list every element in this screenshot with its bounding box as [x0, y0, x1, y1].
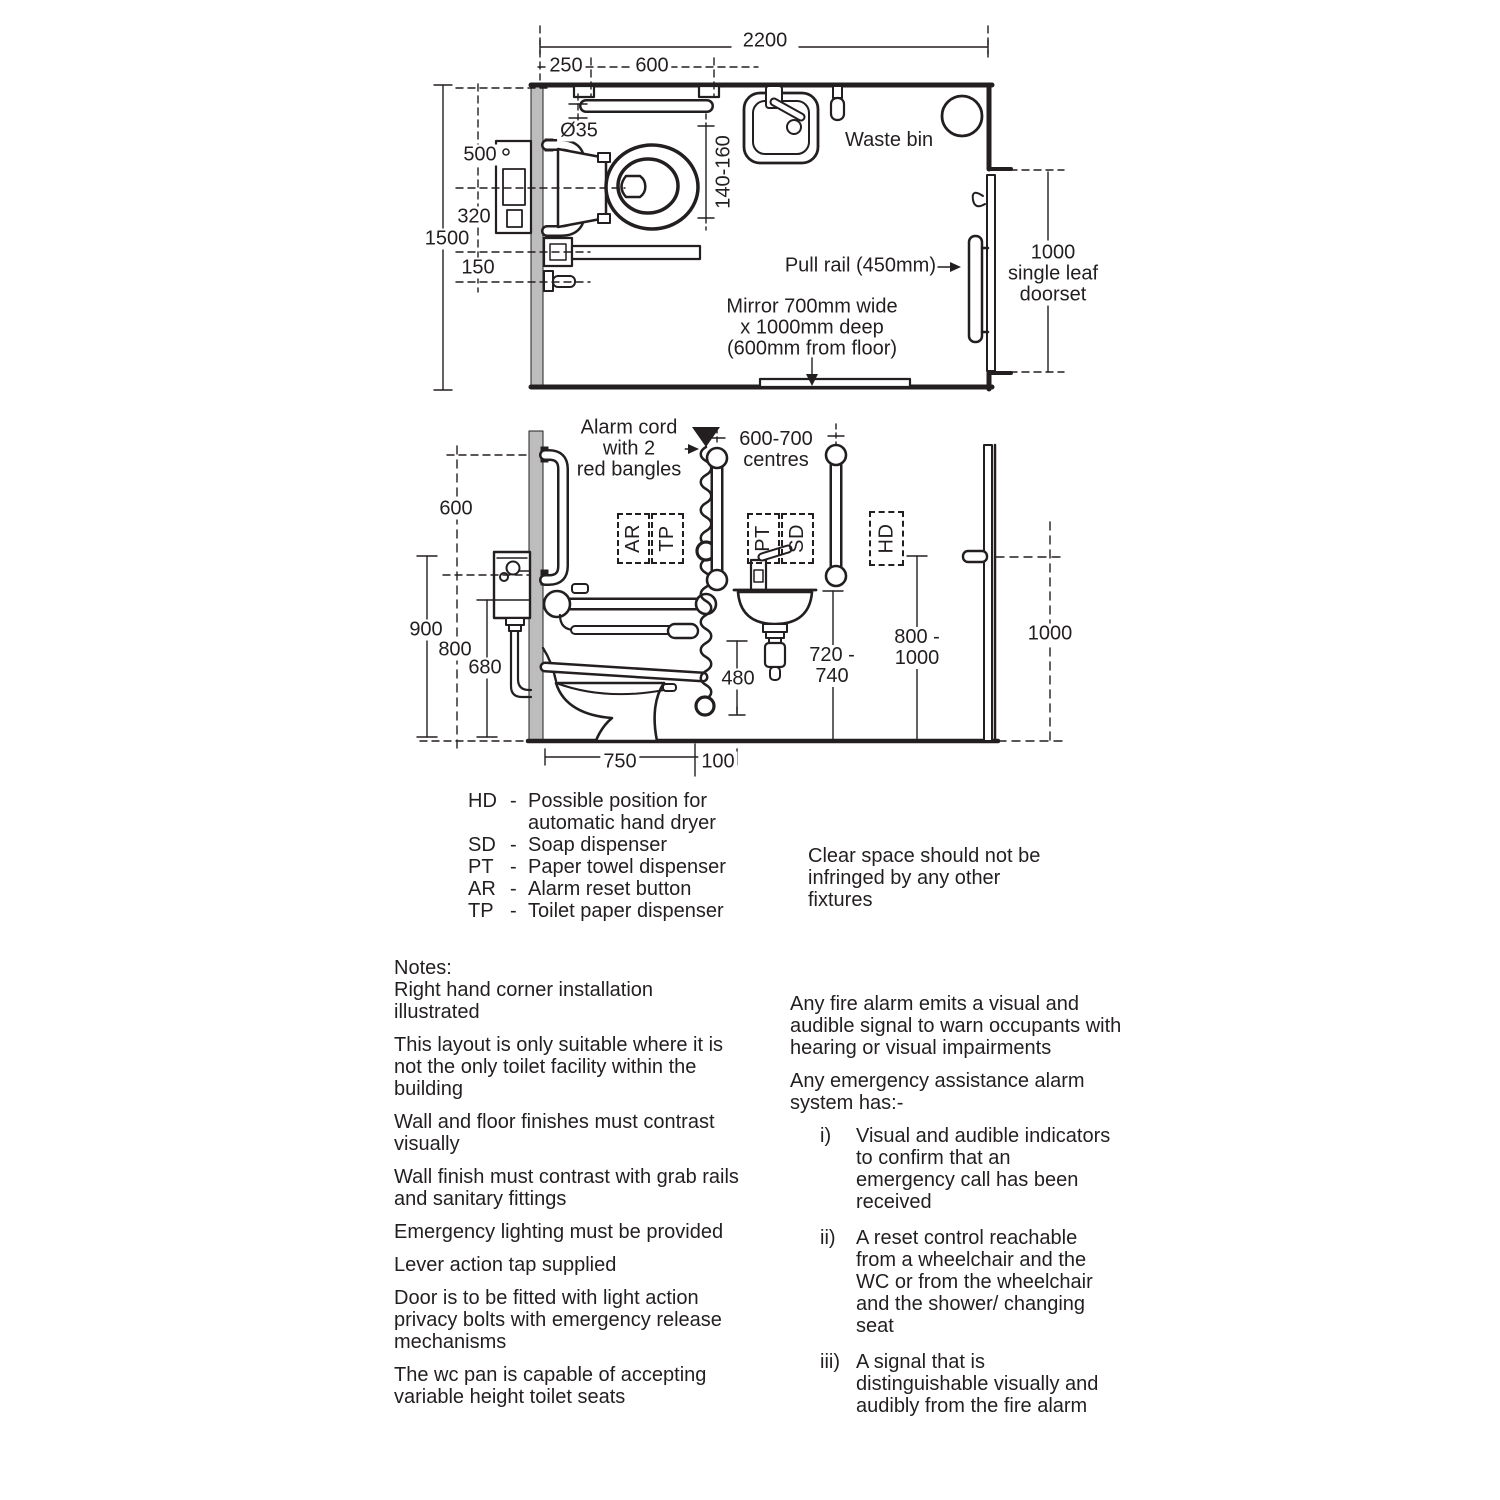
legend-row-hd: HD - Possible position for automatic han…	[468, 790, 740, 834]
dim-720-740: 720 - 740	[806, 645, 858, 687]
legend: HD - Possible position for automatic han…	[468, 790, 740, 922]
legend-row-tp: TP - Toilet paper dispenser	[468, 900, 740, 922]
dim-1000-door: 1000	[1024, 623, 1076, 645]
dim-500: 500	[460, 144, 500, 166]
dim-150: 150	[458, 257, 498, 279]
alarm-paragraph: Any fire alarm emits a visual and audibl…	[790, 993, 1122, 1059]
legend-text: Alarm reset button	[528, 878, 692, 900]
legend-text: Paper towel dispenser	[528, 856, 726, 878]
elevation-view	[416, 423, 1067, 777]
note-paragraph: Wall finish must contrast with grab rail…	[394, 1166, 739, 1210]
waste-bin	[940, 94, 984, 138]
door-handle-elev	[961, 549, 989, 564]
tp-box: TP	[651, 513, 684, 564]
alarm-list-item: i) Visual and audible indicators to conf…	[820, 1125, 1111, 1213]
alarm-list-item: iii) A signal that is distinguishable vi…	[820, 1351, 1099, 1417]
dim-680: 680	[465, 657, 505, 679]
note-paragraph: Lever action tap supplied	[394, 1254, 617, 1276]
toilet-elev	[539, 646, 709, 743]
legend-code: PT	[468, 856, 494, 878]
note-paragraph: The wc pan is capable of accepting varia…	[394, 1364, 707, 1408]
legend-code: SD	[468, 834, 496, 856]
clear-space-note: Clear space should not be infringed by a…	[808, 845, 1041, 911]
dim-800: 800	[435, 639, 475, 661]
toilet-roll-holder	[666, 622, 700, 640]
dim-320: 320	[454, 206, 494, 228]
mirror-label: Mirror 700mm wide x 1000mm deep (600mm f…	[726, 295, 898, 360]
pt-box: PT	[747, 513, 780, 564]
alarm-bangle-lower	[694, 695, 716, 717]
doorset-label: 1000 single leaf doorset	[1004, 242, 1102, 306]
plan-view	[433, 25, 1065, 392]
dim-800-1000: 800 - 1000	[891, 627, 943, 669]
basin-plan	[742, 85, 820, 165]
hinged-arm-elev	[542, 583, 718, 640]
legend-row-sd: SD - Soap dispenser	[468, 834, 740, 856]
dim-2200: 2200	[739, 30, 791, 52]
alarm-cord-label: Alarm cord with 2 red bangles	[573, 417, 685, 481]
legend-text: Toilet paper dispenser	[528, 900, 724, 922]
alarm-list-item: ii) A reset control reachable from a whe…	[820, 1227, 1093, 1337]
pull-rail-arrow	[950, 262, 961, 272]
note-paragraph: Right hand corner installation illustrat…	[394, 979, 654, 1023]
note-paragraph: Door is to be fitted with light action p…	[394, 1287, 722, 1353]
note-paragraph: This layout is only suitable where it is…	[394, 1034, 724, 1100]
legend-code: TP	[468, 900, 494, 922]
notes-column: Notes: Right hand corner installation il…	[394, 957, 742, 1419]
vertical-rail-2	[824, 443, 848, 588]
door-latch	[971, 191, 986, 208]
vertical-rail-plan	[829, 96, 846, 122]
centres-label: 600-700 centres	[736, 429, 816, 471]
pull-rail-label: Pull rail (450mm)	[784, 254, 936, 277]
pull-rail-plan	[967, 234, 984, 344]
cistern-elev	[492, 550, 533, 699]
dim-100: 100	[698, 751, 738, 773]
alarm-cord-arrow	[688, 444, 699, 454]
dim-900: 900	[406, 619, 446, 641]
dim-1500: 1500	[421, 228, 473, 250]
bottle-trap	[763, 641, 787, 669]
dim-140-160: 140-160	[713, 132, 735, 212]
alarm-notes-column: Any fire alarm emits a visual and audibl…	[790, 993, 1122, 1431]
toilet-plan	[494, 138, 700, 245]
drop-down-rail-plan	[542, 236, 702, 292]
notes-title: Notes:	[394, 957, 452, 979]
hd-box: HD	[869, 511, 904, 566]
note-paragraph: Wall and floor finishes must contrast vi…	[394, 1111, 715, 1155]
dim-750: 750	[600, 751, 640, 773]
list-marker: iii)	[820, 1351, 840, 1373]
dim-600-elev: 600	[436, 498, 476, 520]
list-marker: ii)	[820, 1227, 836, 1249]
dim-dia35: Ø35	[557, 120, 601, 142]
legend-code: AR	[468, 878, 496, 900]
door-elev	[961, 443, 997, 743]
legend-row-ar: AR - Alarm reset button	[468, 878, 740, 900]
dim-480: 480	[718, 668, 758, 690]
ar-box: AR	[617, 513, 650, 564]
alarm-paragraph: Any emergency assistance alarm system ha…	[790, 1070, 1085, 1114]
plan-dimensions	[433, 25, 1065, 391]
basin-elev	[732, 544, 818, 681]
door-leaf-plan	[986, 174, 996, 372]
vertical-rail-1	[705, 446, 729, 592]
mirror-plan	[758, 377, 912, 389]
plan-left-wall	[530, 84, 544, 389]
waste-bin-label: Waste bin	[845, 129, 934, 151]
mirror-arrow	[806, 374, 818, 386]
legend-code: HD	[468, 790, 497, 812]
legend-text: Soap dispenser	[528, 834, 667, 856]
list-marker: i)	[820, 1125, 832, 1147]
sd-box: SD	[781, 513, 814, 564]
legend-text: Possible position for automatic hand dry…	[528, 790, 716, 834]
legend-row-pt: PT - Paper towel dispenser	[468, 856, 740, 878]
dim-250: 250	[546, 55, 586, 77]
note-paragraph: Emergency lighting must be provided	[394, 1221, 724, 1243]
toilet-pan-elev	[554, 681, 666, 743]
dim-600-plan: 600	[632, 55, 672, 77]
